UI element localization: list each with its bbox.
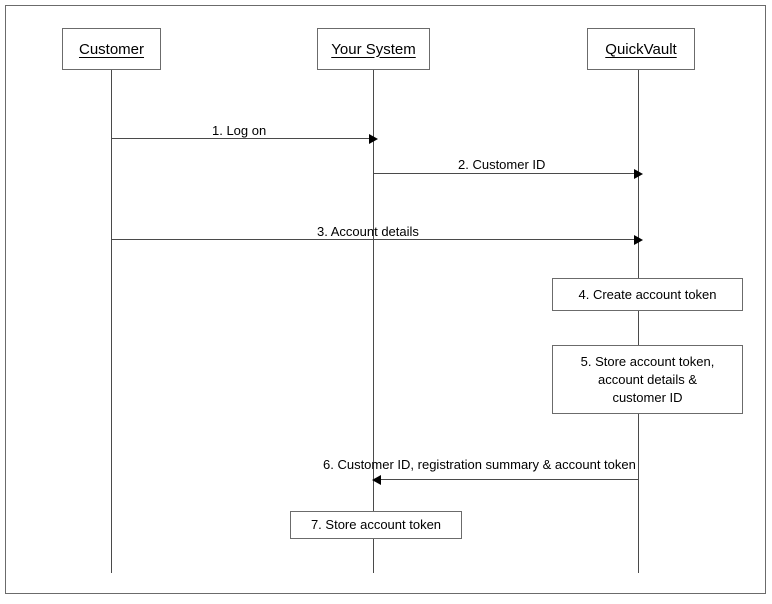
action-label-7: 7. Store account token [310,517,442,532]
message-line-6[interactable] [379,479,638,480]
message-arrowhead-6 [372,475,381,485]
lifeline-your-system [373,70,374,573]
message-arrowhead-3 [634,235,643,245]
message-arrowhead-2 [634,169,643,179]
participant-customer[interactable]: Customer [62,28,161,70]
action-label-5: 5. Store account token, account details … [580,353,715,405]
participant-your-system[interactable]: Your System [317,28,430,70]
message-label-2: 2. Customer ID [458,157,546,172]
diagram-frame: Customer Your System QuickVault 1. Log o… [5,5,766,594]
action-box-5[interactable]: 5. Store account token, account details … [552,345,743,414]
action-box-4[interactable]: 4. Create account token [552,278,743,311]
message-label-3: 3. Account details [317,224,419,239]
lifeline-quickvault [638,70,639,573]
participant-label-customer: Customer [78,40,145,58]
message-line-3[interactable] [112,239,635,240]
lifeline-customer [111,70,112,573]
participant-label-your-system: Your System [331,40,416,58]
message-label-6: 6. Customer ID, registration summary & a… [323,457,636,472]
participant-quickvault[interactable]: QuickVault [587,28,695,70]
participant-label-quickvault: QuickVault [605,40,677,58]
action-label-4: 4. Create account token [578,286,717,302]
message-line-2[interactable] [374,173,635,174]
action-box-7[interactable]: 7. Store account token [290,511,462,539]
message-arrowhead-1 [369,134,378,144]
message-label-1: 1. Log on [212,123,267,138]
message-line-1[interactable] [112,138,370,139]
